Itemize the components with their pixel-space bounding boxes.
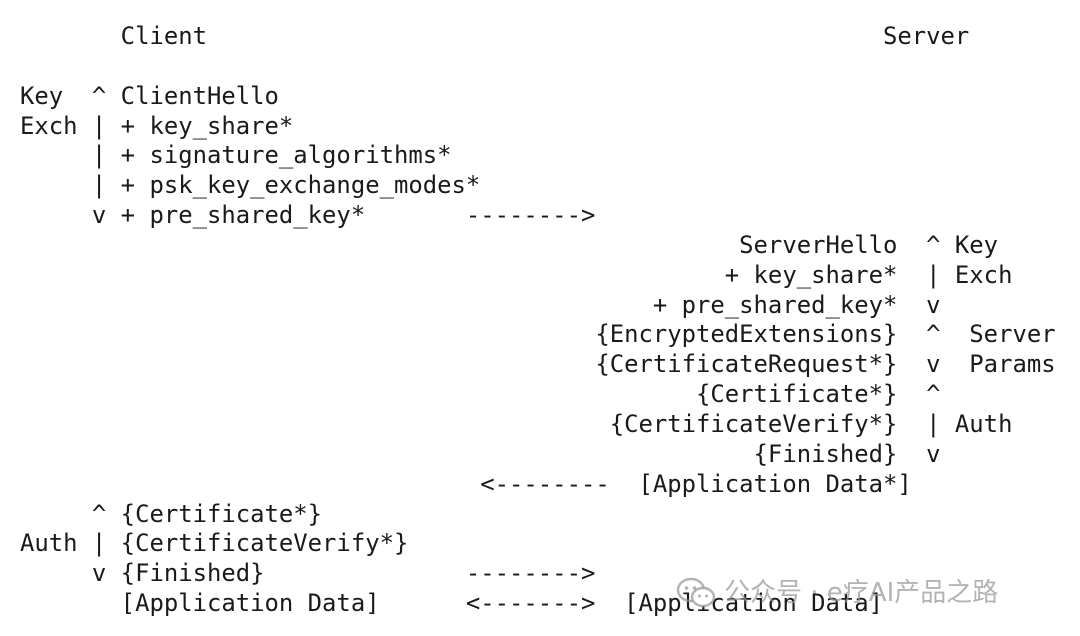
diagram-line-server-app-data: <-------- [Application Data*]	[20, 469, 912, 498]
diagram-line-server-finished: {Finished} v	[20, 439, 941, 468]
diagram-line-server-hello: ServerHello ^ Key	[20, 230, 999, 259]
diagram-line-client-psk-arrow: v + pre_shared_key* -------->	[20, 201, 596, 230]
diagram-line-certificate-request: {CertificateRequest*} v Params	[20, 350, 1056, 379]
diagram-line-client-certificate: ^ {Certificate*}	[20, 499, 323, 528]
diagram-line-client-hello: Key ^ ClientHello	[20, 81, 279, 110]
diagram-line-server-psk: + pre_shared_key* v	[20, 290, 941, 319]
diagram-line-signature-algorithms: | + signature_algorithms*	[20, 141, 452, 170]
diagram-line-server-certificate: {Certificate*} ^	[20, 380, 941, 409]
diagram-line-server-certificate-verify: {CertificateVerify*} | Auth	[20, 409, 1013, 438]
diagram-line-encrypted-extensions: {EncryptedExtensions} ^ Server	[20, 320, 1056, 349]
diagram-line-server-key-share: + key_share* | Exch	[20, 260, 1013, 289]
diagram-line-client-finished: v {Finished} -------->	[20, 559, 596, 588]
diagram-line-client-certificate-verify: Auth | {CertificateVerify*}	[20, 529, 409, 558]
diagram-line-client-key-share: Exch | + key_share*	[20, 111, 294, 140]
diagram-line-blank	[20, 52, 1056, 82]
diagram-line-header: Client Server	[20, 22, 970, 50]
diagram-line-psk-modes: | + psk_key_exchange_modes*	[20, 171, 481, 200]
diagram-line-app-data-exchange: [Application Data] <-------> [Applicatio…	[20, 589, 884, 618]
